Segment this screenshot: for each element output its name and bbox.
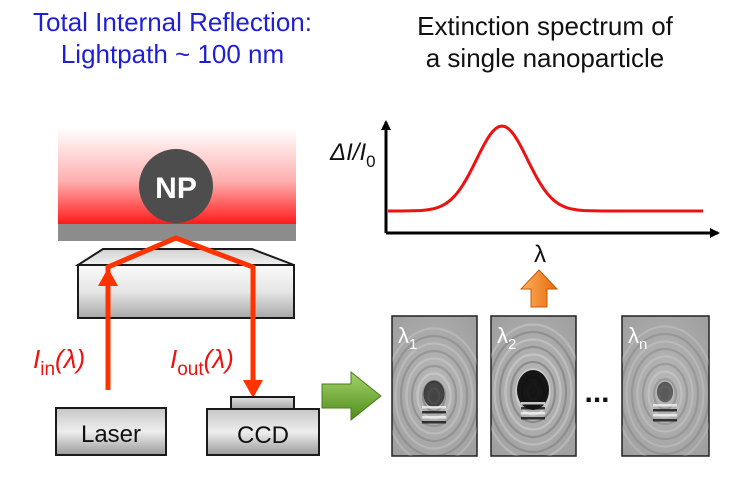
prism-top bbox=[74, 248, 295, 266]
i-out-label: Iout(λ) bbox=[170, 344, 234, 380]
image-frame-n: λn bbox=[621, 315, 710, 457]
nanoparticle bbox=[139, 149, 213, 223]
green-arrow bbox=[321, 370, 382, 422]
title-left-line1: Total Internal Reflection: bbox=[33, 7, 312, 37]
frame-1-label: λ1 bbox=[398, 323, 417, 353]
spectrum-curve bbox=[388, 124, 703, 213]
title-right-line2: a single nanoparticle bbox=[425, 43, 665, 73]
frames-ellipsis: ... bbox=[584, 376, 609, 409]
ccd-label: CCD bbox=[237, 422, 289, 449]
prism-body bbox=[77, 264, 295, 319]
frame-2-label: λ2 bbox=[497, 323, 516, 353]
title-left-line2: Lightpath ~ 100 nm bbox=[60, 39, 285, 69]
beam-up-arrowhead bbox=[98, 268, 118, 286]
light-path bbox=[105, 235, 256, 390]
substrate-slide bbox=[58, 224, 296, 241]
title-right: Extinction spectrum of a single nanopart… bbox=[360, 10, 730, 74]
image-frame-1: λ1 bbox=[391, 315, 478, 457]
image-frame-2: λ2 bbox=[490, 315, 577, 457]
title-right-line1: Extinction spectrum of bbox=[417, 11, 673, 41]
i-in-label: Iin(λ) bbox=[33, 344, 85, 380]
laser-label: Laser bbox=[81, 421, 141, 448]
nanoparticle-label: NP bbox=[155, 172, 197, 205]
spectrum-y-label: ΔI/I0 bbox=[329, 139, 376, 171]
title-left: Total Internal Reflection: Lightpath ~ 1… bbox=[0, 6, 345, 70]
laser-box bbox=[55, 407, 167, 456]
spectrum-x-label: λ bbox=[534, 241, 546, 268]
ccd-box bbox=[206, 408, 320, 456]
orange-arrow bbox=[519, 269, 559, 308]
beam-down-arrowhead bbox=[243, 380, 263, 398]
ccd-sensor-cap bbox=[230, 396, 295, 410]
frame-n-label: λn bbox=[628, 323, 647, 353]
